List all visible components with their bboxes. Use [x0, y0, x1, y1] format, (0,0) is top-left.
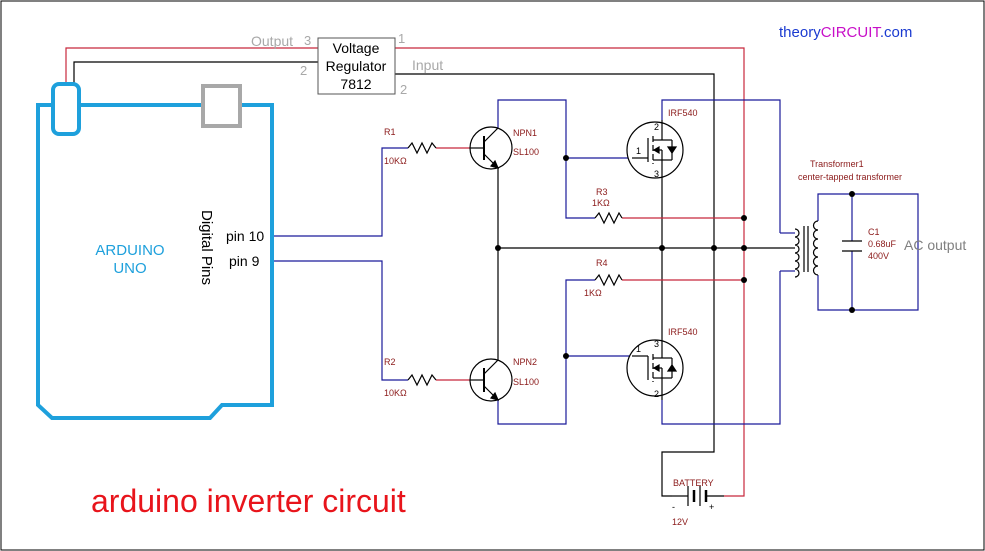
- arduino-label-line1: ARDUINO: [95, 242, 164, 259]
- arduino-label-line2: UNO: [113, 260, 146, 277]
- r1-name: R1: [384, 127, 396, 137]
- battery-name: BATTERY: [673, 478, 714, 488]
- regulator-pin-2-left: 2: [300, 63, 307, 78]
- npn2-part: SL100: [513, 377, 539, 387]
- resistor-r1: [407, 141, 437, 155]
- page-title: arduino inverter circuit: [91, 483, 406, 519]
- npn1-part: SL100: [513, 147, 539, 157]
- battery-minus: -: [672, 502, 675, 512]
- mosfet1-pin-bottom: 3: [654, 169, 659, 179]
- battery-voltage: 12V: [672, 517, 688, 527]
- arduino-board: [36, 82, 274, 420]
- battery-plus: +: [709, 502, 714, 512]
- mosfet-2: [626, 339, 684, 400]
- r4-value: 1KΩ: [584, 288, 602, 298]
- mosfet1-part: IRF540: [668, 108, 698, 118]
- npn-transistor-1: [469, 126, 513, 170]
- capacitor-c1: [842, 240, 862, 252]
- r3-name: R3: [596, 187, 608, 197]
- r2-value: 10KΩ: [384, 388, 407, 398]
- mosfet1-pin-gate: 1: [636, 146, 641, 156]
- transformer-type: center-tapped transformer: [798, 172, 902, 182]
- npn2-name: NPN2: [513, 357, 537, 367]
- npn-transistor-2: [469, 358, 513, 402]
- red-gate-links: [436, 147, 744, 381]
- brand-logo: theoryCIRCUIT.com: [779, 24, 912, 41]
- mosfet2-pin-bottom: 2: [654, 389, 659, 399]
- pin10-label: pin 10: [226, 228, 264, 244]
- c1-name: C1: [868, 227, 880, 237]
- power-jack: [51, 82, 81, 136]
- ac-output-label: AC output: [904, 237, 966, 253]
- regulator-pin-1: 1: [398, 31, 405, 46]
- brand-prefix: theory: [779, 24, 821, 41]
- battery: [672, 486, 724, 506]
- digital-pins-label: Digital Pins: [198, 210, 215, 285]
- regulator-output-pin: 3: [304, 33, 311, 48]
- regulator-input-label: Input: [412, 57, 443, 73]
- blue-wire-net: [272, 99, 919, 425]
- mosfet2-pin-gate: 1: [636, 344, 641, 354]
- regulator-pin-2-right: 2: [400, 82, 407, 97]
- r4-name: R4: [596, 258, 608, 268]
- mosfet1-pin-top: 2: [654, 122, 659, 132]
- npn1-name: NPN1: [513, 128, 537, 138]
- r3-value: 1KΩ: [592, 198, 610, 208]
- resistor-r3: [594, 211, 623, 225]
- resistor-r4: [594, 273, 623, 287]
- center-tapped-transformer: [780, 220, 819, 278]
- mosfet2-pin-top: 3: [654, 339, 659, 349]
- regulator-line2: Regulator: [326, 58, 387, 74]
- brand-suffix: CIRCUIT: [821, 24, 882, 41]
- pin9-label: pin 9: [229, 253, 260, 269]
- resistor-r2: [407, 373, 437, 387]
- c1-value: 0.68uF: [868, 239, 897, 249]
- c1-voltage: 400V: [868, 251, 889, 261]
- r1-value: 10KΩ: [384, 156, 407, 166]
- red-wire-net: [65, 47, 745, 497]
- regulator-line1: Voltage: [333, 40, 380, 56]
- brand-tld: .com: [880, 24, 913, 41]
- usb-port: [201, 84, 242, 128]
- black-wire-net: [73, 61, 780, 497]
- mosfet2-part: IRF540: [668, 327, 698, 337]
- regulator-line3: 7812: [340, 76, 371, 92]
- mosfet-1: [626, 120, 684, 180]
- transformer-name: Transformer1: [810, 159, 864, 169]
- junction-dots: [495, 155, 855, 359]
- regulator-output-label: Output: [251, 33, 293, 49]
- r2-name: R2: [384, 357, 396, 367]
- voltage-regulator: Voltage Regulator 7812: [317, 37, 396, 95]
